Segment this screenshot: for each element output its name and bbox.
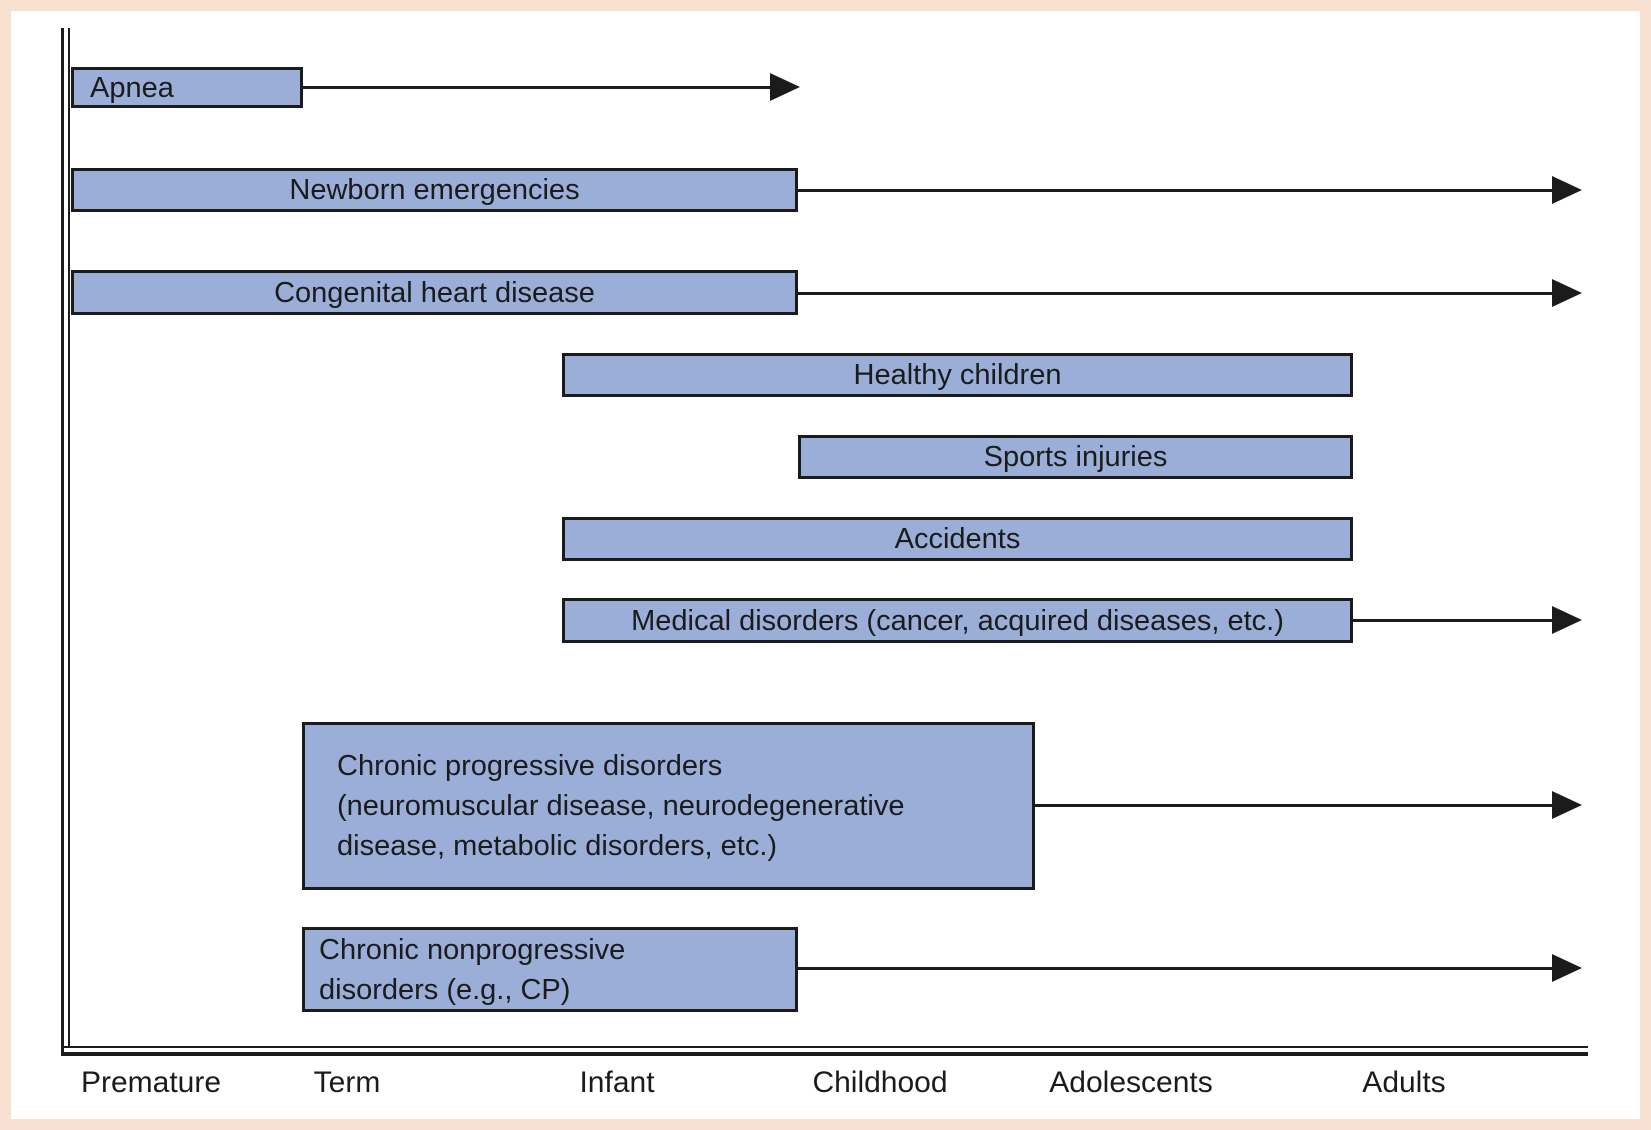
timeline-bar-chronic-progressive-disorders: Chronic progressive disorders (neuromusc…: [302, 722, 1035, 890]
timeline-bar-apnea: Apnea: [71, 67, 303, 108]
continuation-arrow-line-chronic-progressive-disorders: [1035, 803, 1556, 807]
bar-label-congenital-heart-disease: Congenital heart disease: [274, 276, 595, 309]
timeline-bar-chronic-nonprogressive-disorders: Chronic nonprogressive disorders (e.g., …: [302, 927, 798, 1012]
continuation-arrow-line-medical-disorders: [1353, 618, 1556, 622]
arrowhead-icon-newborn-emergencies: [1552, 176, 1582, 204]
timeline-bar-medical-disorders: Medical disorders (cancer, acquired dise…: [562, 598, 1353, 643]
bar-label-chronic-progressive-disorders: Chronic progressive disorders (neuromusc…: [337, 750, 905, 862]
continuation-arrow-line-newborn-emergencies: [798, 188, 1556, 192]
continuation-arrow-line-apnea: [303, 85, 774, 89]
x-axis-label-infant: Infant: [579, 1066, 655, 1099]
timeline-bar-congenital-heart-disease: Congenital heart disease: [71, 270, 798, 315]
continuation-arrow-line-chronic-nonprogressive-disorders: [798, 966, 1556, 970]
continuation-arrow-line-congenital-heart-disease: [798, 291, 1556, 295]
timeline-bar-newborn-emergencies: Newborn emergencies: [71, 168, 798, 212]
bar-label-accidents: Accidents: [894, 523, 1021, 555]
arrowhead-icon-congenital-heart-disease: [1552, 279, 1582, 307]
bar-label-healthy-children: Healthy children: [853, 359, 1062, 391]
y-axis-inner-line: [68, 28, 70, 1048]
x-axis-label-premature: Premature: [80, 1066, 222, 1099]
x-axis-label-childhood: Childhood: [812, 1066, 948, 1099]
timeline-bar-healthy-children: Healthy children: [562, 353, 1353, 397]
bar-label-sports-injuries: Sports injuries: [983, 441, 1168, 473]
x-axis-label-adults: Adults: [1362, 1066, 1446, 1099]
timeline-bar-sports-injuries: Sports injuries: [798, 435, 1353, 479]
bar-label-newborn-emergencies: Newborn emergencies: [289, 174, 580, 206]
bar-label-apnea: Apnea: [90, 71, 174, 104]
x-axis-inner-line: [61, 1046, 1588, 1048]
bar-label-chronic-nonprogressive-disorders: Chronic nonprogressive disorders (e.g., …: [319, 933, 626, 1006]
y-axis-outer-line: [61, 28, 64, 1056]
x-axis-label-adolescents: Adolescents: [1049, 1066, 1213, 1099]
x-axis-outer-line: [61, 1052, 1588, 1056]
arrowhead-icon-medical-disorders: [1552, 606, 1582, 634]
bar-label-medical-disorders: Medical disorders (cancer, acquired dise…: [631, 604, 1284, 637]
timeline-bar-accidents: Accidents: [562, 517, 1353, 561]
arrowhead-icon-apnea: [770, 73, 800, 101]
arrowhead-icon-chronic-nonprogressive-disorders: [1552, 954, 1582, 982]
x-axis-label-term: Term: [313, 1066, 381, 1099]
arrowhead-icon-chronic-progressive-disorders: [1552, 791, 1582, 819]
